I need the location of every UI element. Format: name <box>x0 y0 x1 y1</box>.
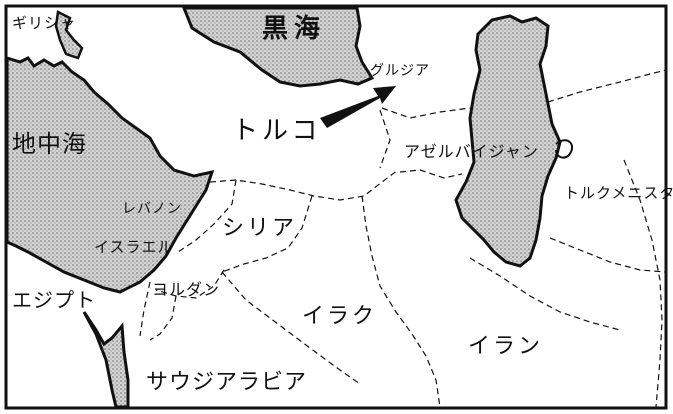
label-iran: イラン <box>468 334 544 359</box>
label-turkey: トルコ <box>232 116 322 146</box>
black-sea <box>181 6 375 88</box>
mediterranean-sea <box>5 55 215 294</box>
label-greece: ギリシャ <box>12 14 77 32</box>
label-georgia: グルジア <box>370 63 430 79</box>
aegean-sea <box>54 10 84 60</box>
label-israel: イスラエル <box>94 238 174 256</box>
label-syria: シリア <box>222 216 298 241</box>
label-mediterranean: 地中海 <box>12 130 87 158</box>
red-sea <box>82 311 130 409</box>
caspian-sea <box>454 14 562 268</box>
label-lebanon: レバノン <box>122 201 182 217</box>
label-azerbaijan: アゼルバイジャン <box>404 142 539 161</box>
label-iraq: イラク <box>302 304 378 329</box>
label-jordan: ヨルダン <box>152 280 221 299</box>
label-black-sea: 黒海 <box>262 14 327 44</box>
label-turkmenistan: トルクメニスタン <box>564 184 673 202</box>
georgia-arrow <box>320 86 396 128</box>
label-egypt: エジプト <box>12 288 96 312</box>
label-saudi-arabia: サウジアラビア <box>146 370 308 395</box>
